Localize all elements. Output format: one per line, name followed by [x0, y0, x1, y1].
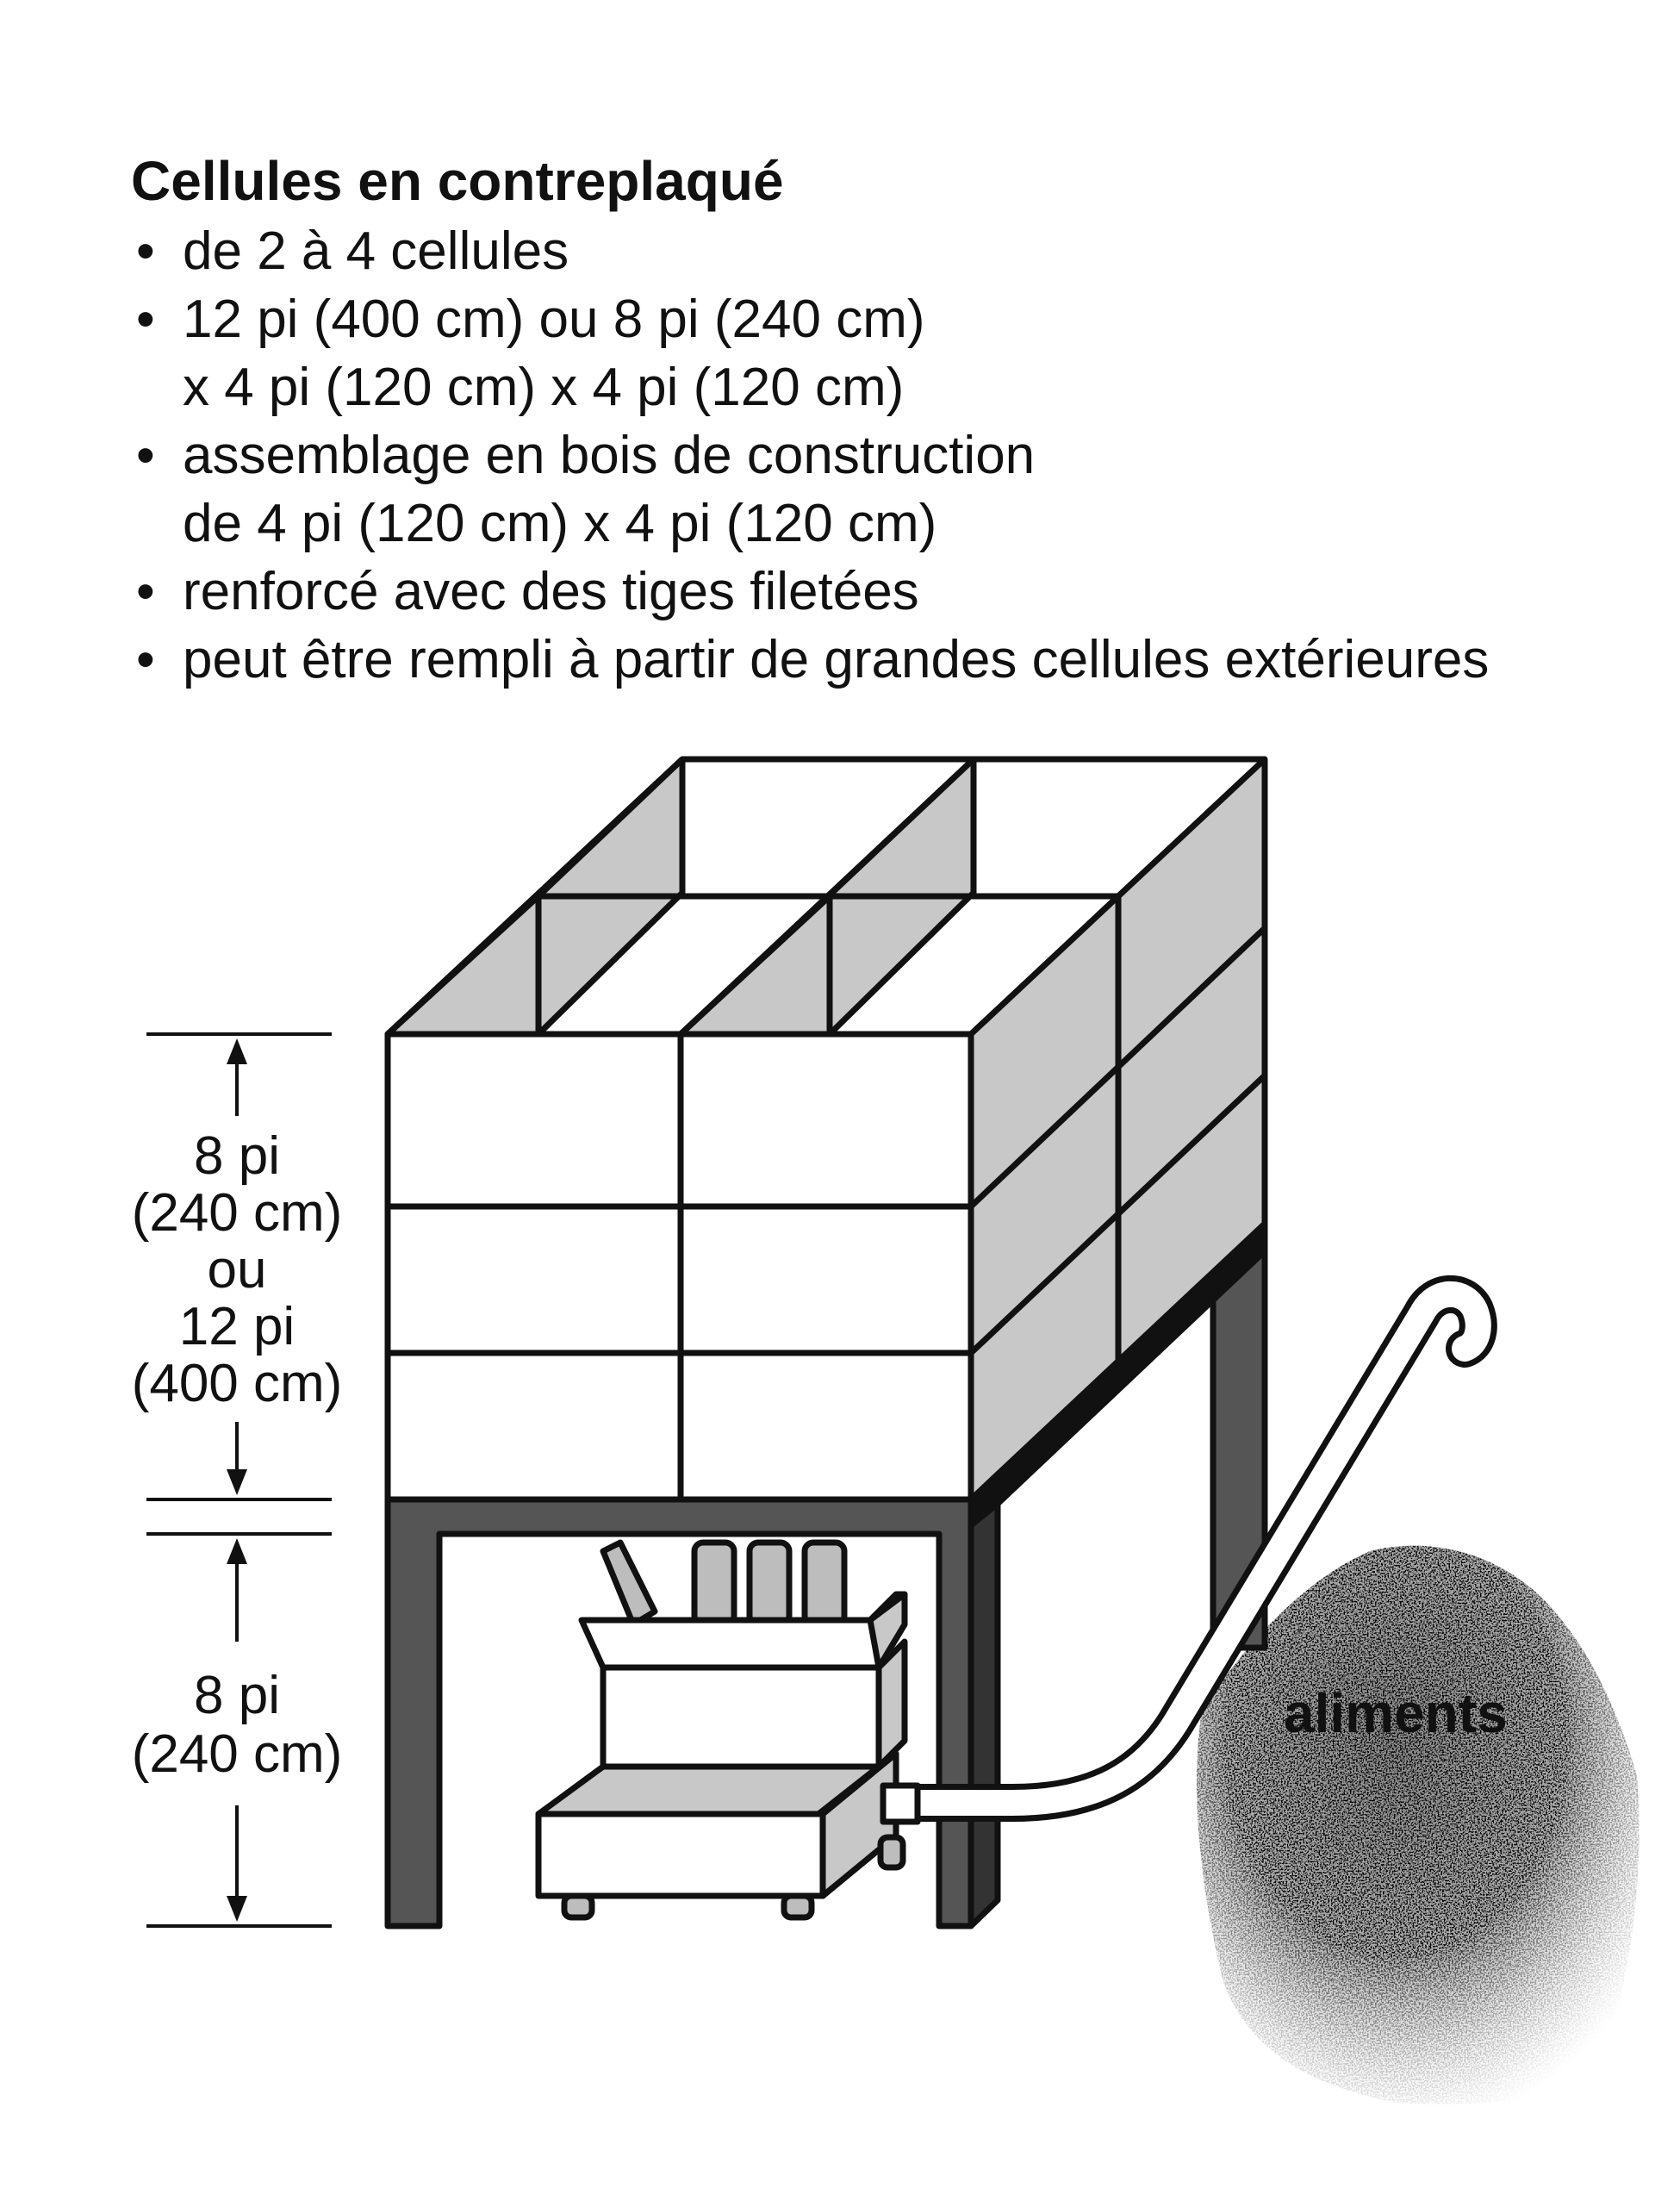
arrow-up-icon — [227, 1538, 247, 1564]
bullet-line: peut être rempli à partir de grandes cel… — [183, 630, 1490, 689]
bullet-dot: • — [136, 221, 155, 281]
dim-upper-line: (240 cm) — [132, 1183, 343, 1243]
dim-upper-line: ou — [208, 1240, 267, 1300]
dim-lower-line: 8 pi — [194, 1666, 280, 1725]
dim-upper-line: (400 cm) — [132, 1354, 343, 1413]
dim-upper-line: 12 pi — [179, 1297, 295, 1356]
bullet-line: de 2 à 4 cellules — [183, 221, 569, 281]
grinder-mixer — [535, 1539, 921, 1921]
bullet-line: 12 pi (400 cm) ou 8 pi (240 cm) — [183, 290, 925, 349]
bullet-line: de 4 pi (120 cm) x 4 pi (120 cm) — [183, 494, 937, 553]
bullet-item: • 12 pi (400 cm) ou 8 pi (240 cm) x 4 pi… — [131, 285, 1647, 421]
feed-tube — [801, 1539, 848, 1628]
wheel — [781, 1892, 815, 1921]
arrow-down-icon — [227, 1469, 247, 1495]
dim-upper-label: 8 pi (240 cm) ou 12 pi (400 cm) — [132, 1126, 343, 1413]
bullet-item: • assemblage en bois de construction de … — [131, 421, 1647, 558]
dim-lower-label: 8 pi (240 cm) — [132, 1666, 343, 1784]
bullet-item: • peut être rempli à partir de grandes c… — [131, 626, 1647, 694]
bin-front-face — [384, 1031, 974, 1503]
feed-tube — [600, 1539, 658, 1628]
arrow-down-icon — [227, 1896, 247, 1922]
feed-tube — [746, 1539, 793, 1628]
auger-pipe — [894, 1275, 1497, 1822]
auger-outlet — [880, 1782, 921, 1825]
bullet-list: • de 2 à 4 cellules • 12 pi (400 cm) ou … — [131, 217, 1647, 694]
feed-pile-shape — [1197, 1545, 1640, 2104]
wheel — [877, 1834, 906, 1871]
bullet-item: • renforcé avec des tiges filetées — [131, 558, 1647, 626]
wheel — [561, 1892, 595, 1921]
bullet-dot: • — [136, 426, 155, 485]
dimension-arrows — [227, 1038, 247, 1922]
arrow-up-icon — [227, 1038, 247, 1064]
page-title: Cellules en contreplaqué — [131, 150, 784, 212]
dim-upper-line: 8 pi — [194, 1126, 280, 1186]
dim-lower-line: (240 cm) — [132, 1724, 343, 1784]
bullet-line: assemblage en bois de construction — [183, 426, 1036, 485]
bullet-line: x 4 pi (120 cm) x 4 pi (120 cm) — [183, 358, 905, 417]
feed-pile — [1197, 1545, 1640, 2104]
bullet-dot: • — [136, 562, 155, 621]
feed-label: aliments — [1284, 1682, 1508, 1744]
bin-top — [384, 756, 1267, 1038]
feed-tube — [691, 1539, 737, 1628]
bullet-item: • de 2 à 4 cellules — [131, 217, 1647, 285]
bullet-dot: • — [136, 290, 155, 349]
text-block: Cellules en contreplaqué • de 2 à 4 cell… — [131, 145, 1647, 694]
bullet-dot: • — [136, 630, 155, 689]
bullet-line: renforcé avec des tiges filetées — [183, 562, 919, 621]
